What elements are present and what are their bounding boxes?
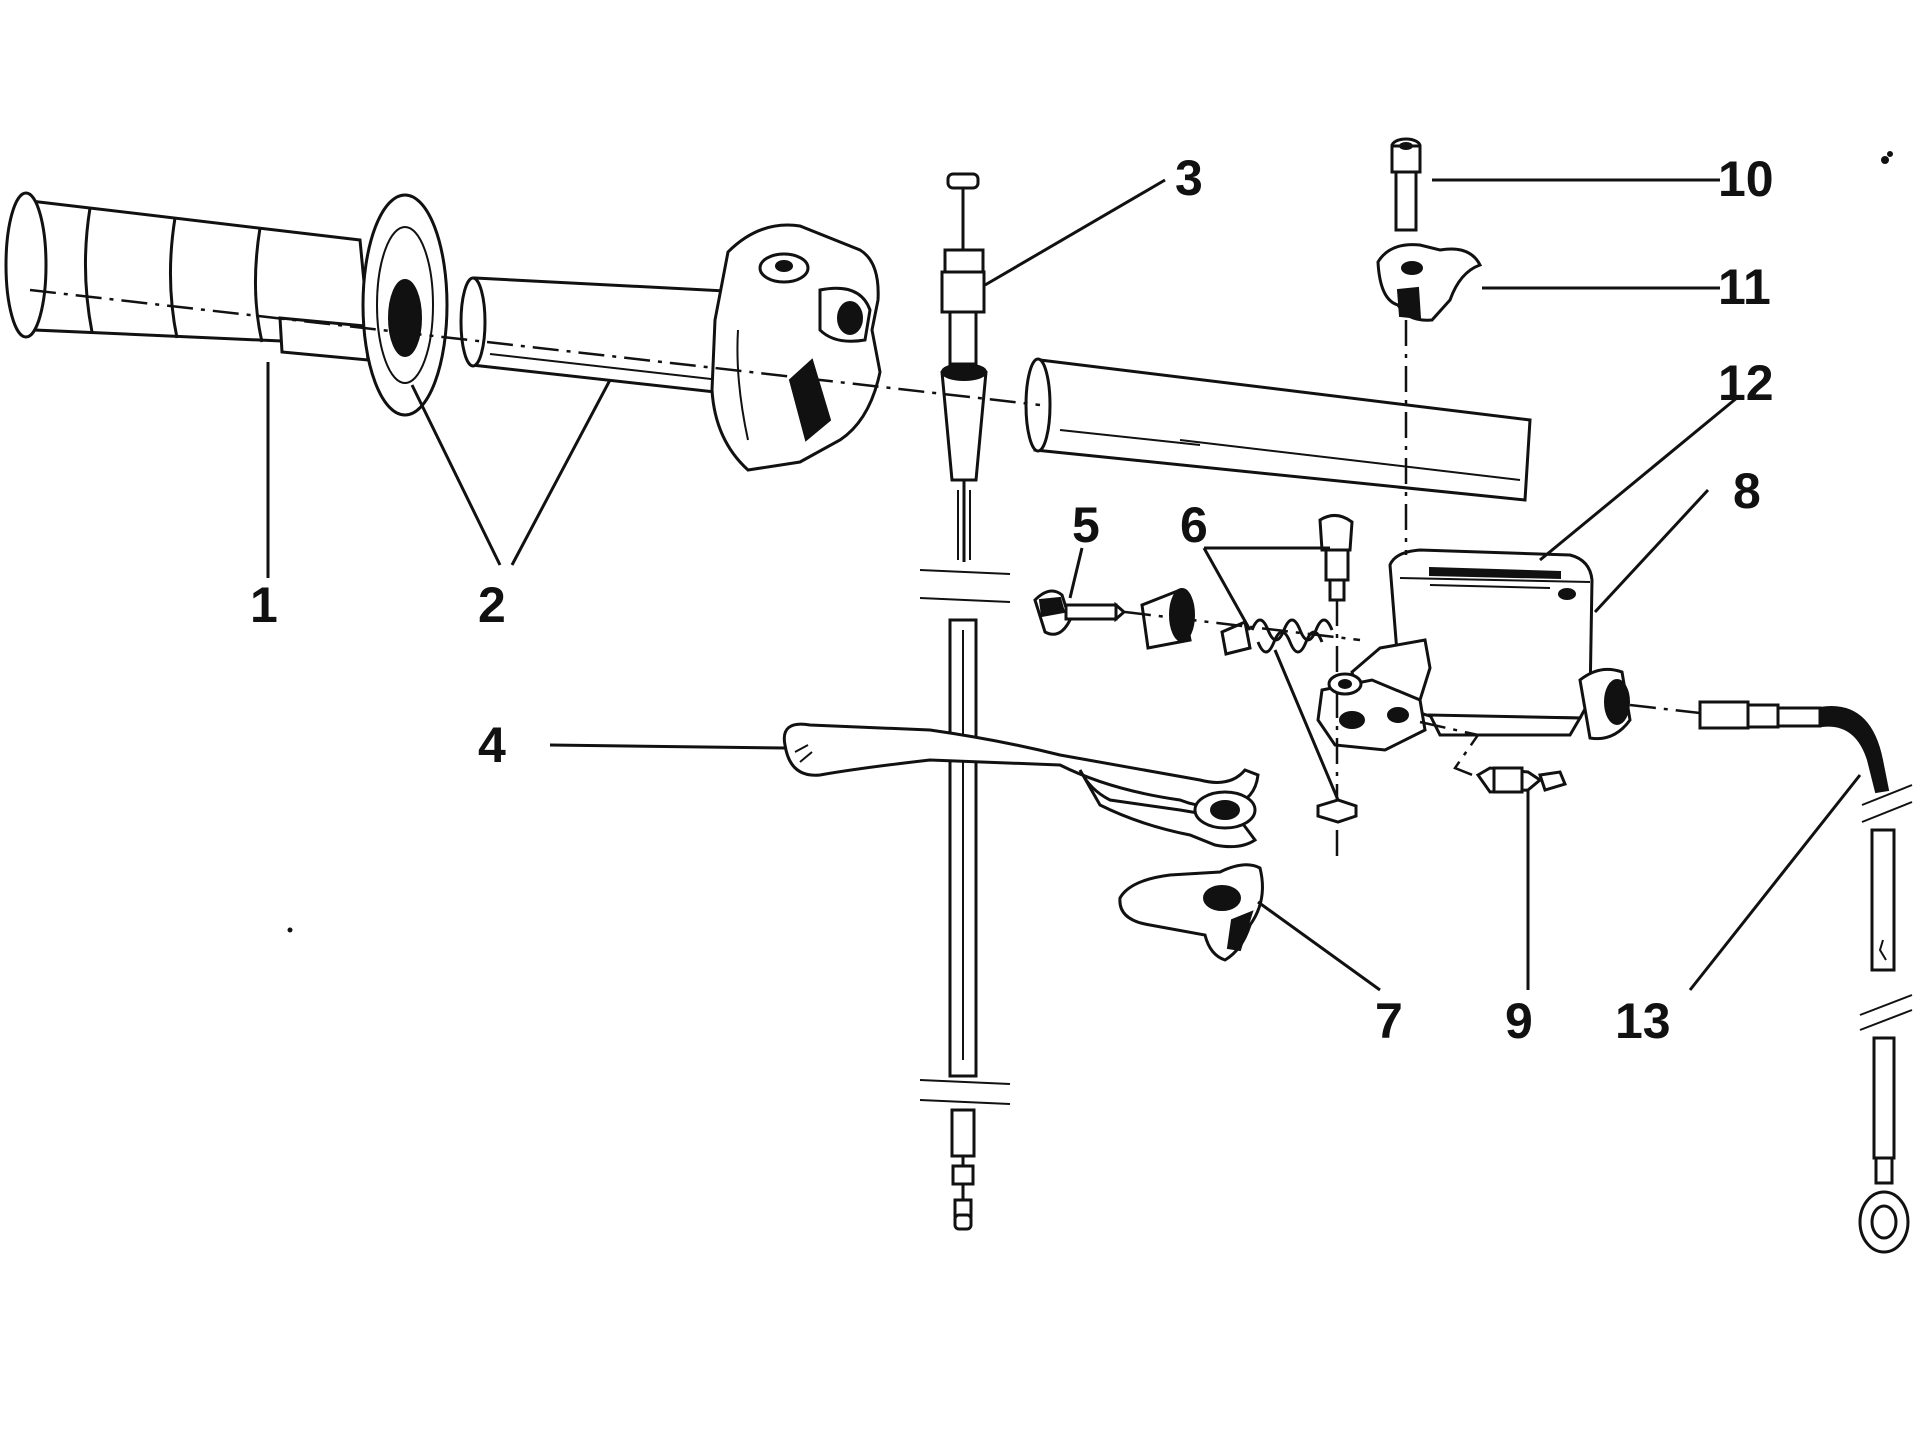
callout-1: 1 [250,577,278,633]
callout-13: 13 [1615,993,1671,1049]
brake-hose [1698,700,1913,1254]
callout-numbers: 1 2 3 4 5 6 7 8 9 10 11 12 13 [250,150,1774,1049]
pivot-bolt [1318,514,1354,602]
washer-nut [1316,672,1363,824]
dust-boot [1140,587,1195,650]
hand-grip [4,191,372,362]
clamp-bolt [1390,137,1422,232]
callout-6: 6 [1180,497,1208,553]
callout-5: 5 [1072,497,1100,553]
flange-washer [361,193,449,417]
callout-4: 4 [478,717,506,773]
master-cylinder [1316,548,1632,752]
callout-11: 11 [1718,259,1771,315]
callout-12: 12 [1718,355,1774,411]
callout-2: 2 [478,577,506,633]
adjuster-screw [1033,589,1127,636]
leader-lines [266,178,1862,992]
handlebar-tube [1024,357,1532,502]
throttle-cable-end [940,172,988,562]
throttle-housing [710,223,882,472]
callout-9: 9 [1505,993,1533,1049]
lever-boot [1118,863,1264,962]
callout-7: 7 [1375,993,1403,1049]
throttle-cable-sheath [919,569,1011,1231]
stray-specks [287,151,1893,933]
handlebar-clamp [1376,243,1483,322]
brake-light-switch [1475,766,1568,794]
callout-10: 10 [1718,151,1774,207]
callout-3: 3 [1175,150,1203,206]
assembly-axis-lines [29,288,1701,860]
throttle-tube [459,276,747,397]
callout-8: 8 [1733,463,1761,519]
hand-lever [782,722,1260,849]
